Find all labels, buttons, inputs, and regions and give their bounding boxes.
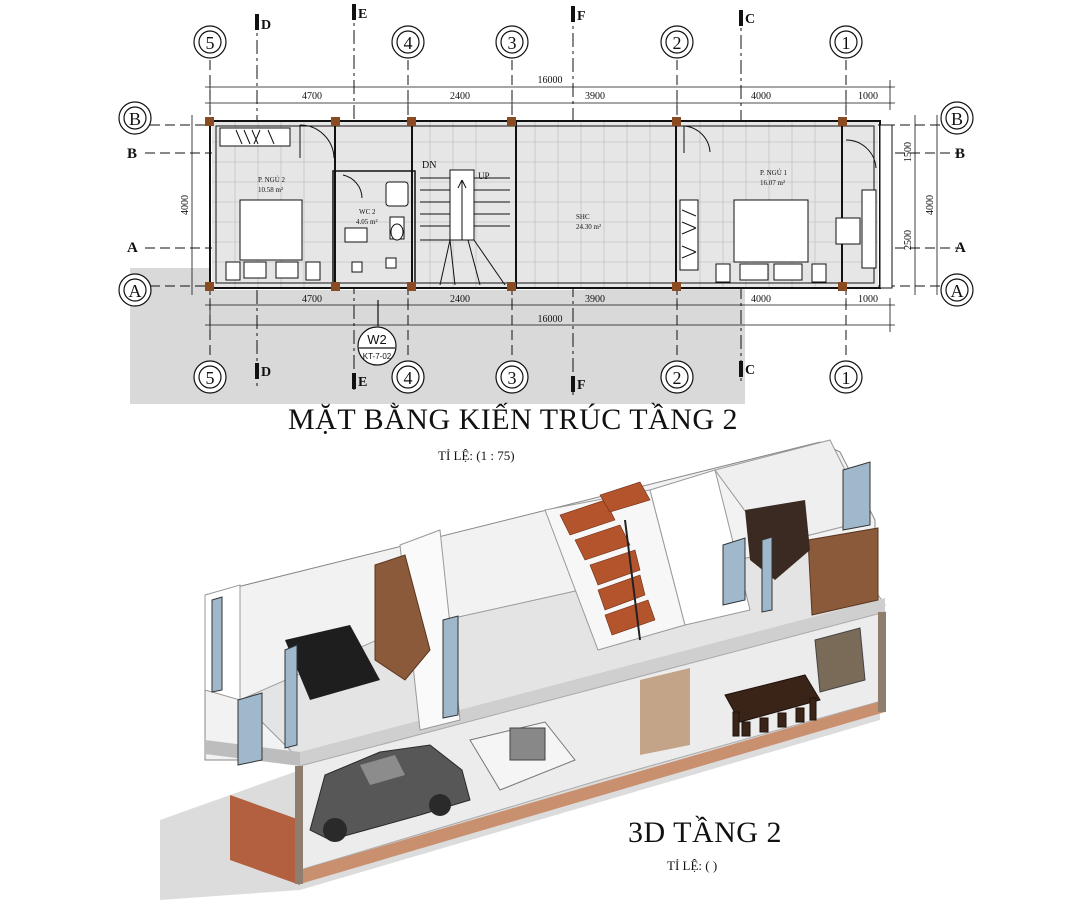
view3d-scale: TỈ LỆ: ( ) [667,858,718,873]
grid-bubble-1-bottom: 1 [842,368,851,388]
stair-label-down: DN [422,160,436,171]
balcony [879,124,893,289]
room-area-wc-2: 4.05 m² [356,218,378,226]
bed-3d-right [745,500,810,580]
living-furniture [469,721,576,791]
bed-3d-left [285,625,380,700]
slab-edge-left [205,740,300,766]
room-name-wc-2: WC 2 [359,208,376,216]
room-name-bedroom-2: P. NGỦ 2 [258,176,286,184]
dim-total-top: 16000 [538,75,563,86]
bed-bedroom-1 [715,199,827,283]
grid-bubble-3-top: 3 [508,33,517,53]
dim-bottom-2: 2400 [450,294,470,305]
bed-bedroom-2 [225,199,321,281]
columns [205,117,847,291]
row-bubble-b-left: B [129,109,141,129]
dim-side-right-2: 2500 [903,230,914,250]
dim-bottom-3: 3900 [585,294,605,305]
room-name-bedroom-1: P. NGỦ 1 [760,169,788,177]
ground-floor [299,611,886,871]
dim-top-5: 1000 [858,91,878,102]
section-mark-e-top: E [358,7,367,22]
tv-screen [509,727,546,761]
axis-letter-a-left: A [127,240,138,256]
wardrobe-3d-right [807,527,879,616]
grid-bubble-5-top: 5 [206,33,215,53]
view3d-title: 3D TẦNG 2 [628,816,782,849]
section-mark-d-bottom: D [261,365,271,380]
callout-ref: KT-7-02 [363,352,392,361]
axis-letter-b-right: B [955,146,965,162]
section-mark-c-bottom: C [745,363,755,378]
dim-top-2: 2400 [450,91,470,102]
ground-shadow [160,650,880,900]
stair-railing [624,519,641,641]
room-name-shc: SHC [576,213,590,221]
ground-floor-edge [230,795,300,885]
row-bubble-b-right: B [951,109,963,129]
slab-edge [300,598,885,766]
section-marks [255,4,743,392]
dim-side-left: 4000 [180,195,191,215]
dim-top-1: 4700 [302,91,322,102]
grid-bubble-1-top: 1 [842,33,851,53]
grid-bubble-5-bottom: 5 [206,368,215,388]
section-mark-f-bottom: F [577,378,586,393]
dim-side-right-1: 1500 [903,142,914,162]
callout-id: W2 [367,332,387,347]
section-mark-c-top: C [745,12,755,27]
ground-floor-base [300,700,885,884]
grid-bubble-4-top: 4 [404,33,413,53]
grid-bubble-4-bottom: 4 [404,368,413,388]
back-wall [204,441,876,761]
plan-title: MẶT BẰNG KIẾN TRÚC TẦNG 2 [288,403,739,436]
grid-bubble-3-bottom: 3 [508,368,517,388]
axis-letter-a-right: A [955,240,966,256]
wardrobe-3d-left [374,554,431,681]
dim-bottom-1: 4700 [302,294,322,305]
grid-bubble-2-bottom: 2 [673,368,682,388]
floor-plan: 5 4 3 2 1 5 4 3 2 1 B A B A D E F C D E … [118,4,974,404]
kitchen-counter [814,627,866,693]
car [309,744,471,842]
upper-partitions [204,439,871,731]
dim-bottom-5: 1000 [858,294,878,305]
section-mark-d-top: D [261,18,271,33]
dining-set [724,674,821,737]
dim-bottom-4: 4000 [751,294,771,305]
room-area-shc: 24.30 m² [576,223,601,231]
ground-walls [295,612,886,884]
plan-shadow [130,268,745,404]
room-area-bedroom-2: 10.58 m² [258,186,283,194]
axis-letter-b-left: B [127,146,137,162]
stair-label-up: UP [478,171,490,181]
room-area-bedroom-1: 16.07 m² [760,179,785,187]
stair-3d [559,481,656,761]
dim-side-right-total: 4000 [925,195,936,215]
grid-bubbles [118,25,974,394]
callout-w2 [357,300,397,366]
desk [835,189,877,269]
plan-scale: TỈ LỆ: (1 : 75) [438,448,515,463]
staircase [420,169,510,286]
section-mark-f-top: F [577,9,586,24]
glass-panels [211,461,871,766]
section-mark-e-bottom: E [358,375,367,390]
row-bubble-a-left: A [129,281,142,301]
dim-total-bottom: 16000 [538,314,563,325]
dim-top-4: 4000 [751,91,771,102]
wardrobe-bedroom-1 [679,199,699,271]
upper-floor [239,539,886,761]
doors [299,124,877,199]
dim-top-3: 3900 [585,91,605,102]
row-bubble-a-right: A [951,281,964,301]
dimension-lines [191,80,938,332]
wc-fixtures [344,181,409,273]
wardrobe-bedroom-2 [219,127,291,147]
grid-bubble-2-top: 2 [673,33,682,53]
